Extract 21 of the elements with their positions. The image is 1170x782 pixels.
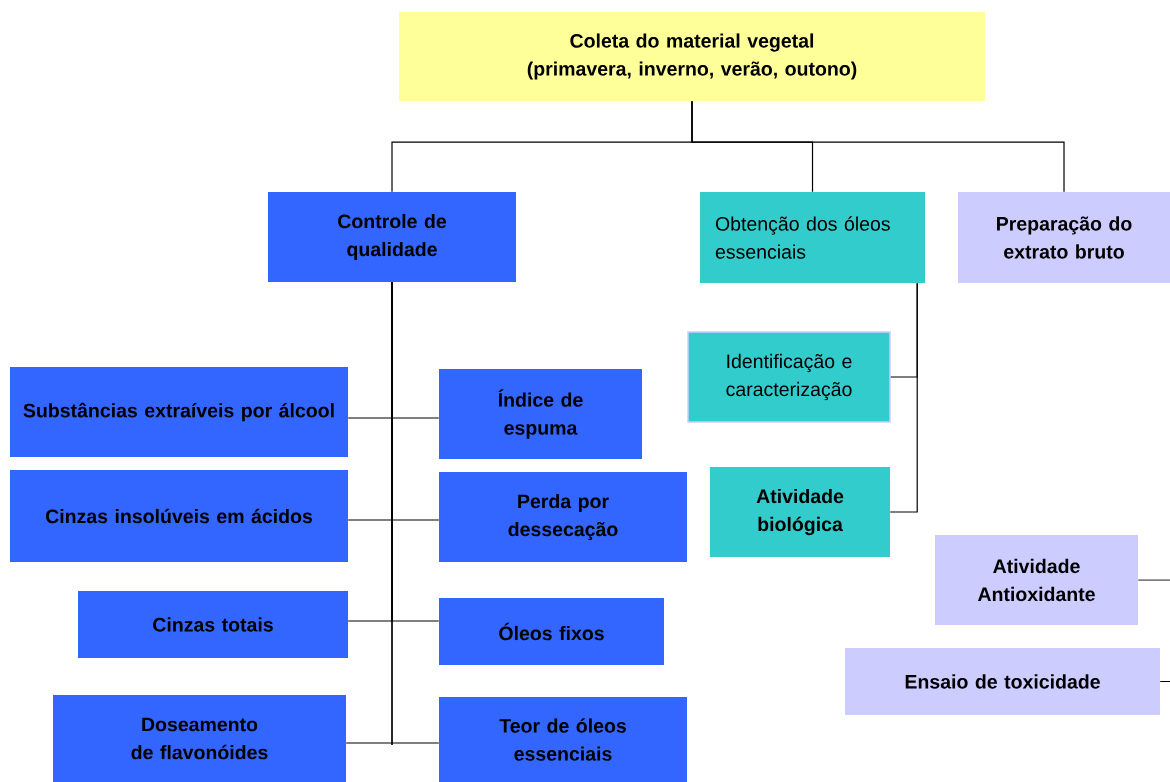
process-box: Preparação do extrato bruto [958, 192, 1170, 283]
process-box: Perda por dessecação [439, 472, 687, 562]
process-box: Índice de espuma [439, 369, 642, 459]
process-box: Cinzas insolúveis em ácidos [10, 470, 348, 562]
process-box: Obtenção dos óleos essenciais [700, 192, 925, 283]
process-box: Controle de qualidade [268, 192, 516, 282]
connector-line [391, 281, 440, 746]
process-box: Atividade Antioxidante [935, 535, 1138, 625]
connector-line [889, 282, 918, 513]
connector-line [691, 100, 1065, 193]
process-box: Doseamento de flavonóides [53, 695, 346, 782]
process-box: Cinzas totais [78, 591, 348, 658]
title-box: Coleta do material vegetal (primavera, inverno, verão, outono) [399, 12, 985, 101]
process-box: Óleos fixos [439, 598, 664, 665]
process-box: Teor de óleos essenciais [439, 697, 687, 782]
process-box: Atividade biológica [710, 467, 890, 557]
process-box: Substâncias extraíveis por álcool [10, 367, 348, 457]
process-box: Identificação e caracterização [687, 331, 891, 423]
connector-line [1137, 579, 1170, 581]
connector-line [1159, 680, 1170, 683]
process-box: Ensaio de toxicidade [845, 648, 1160, 715]
